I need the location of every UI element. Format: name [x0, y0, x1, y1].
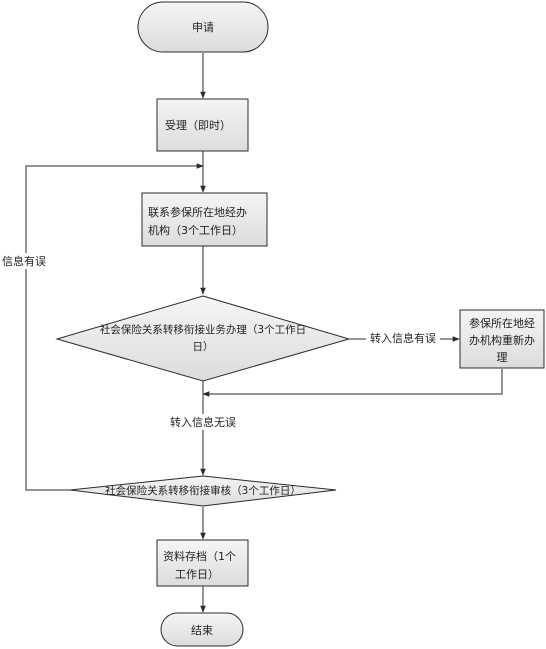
process-shape: [459, 309, 545, 369]
edge-label-info-error-left: 信息有误: [2, 254, 46, 268]
node-archive-label-line1: 资料存档（1个: [163, 549, 236, 563]
process-shape: [141, 192, 268, 247]
node-start-label: 申请: [192, 21, 214, 34]
node-transfer-label-line1: 社会保险关系转移衔接业务办理（3个工作日: [100, 323, 306, 336]
edge-labels: 转入信息有误 转入信息无误 信息有误: [2, 253, 440, 430]
process-shape: [156, 98, 249, 152]
edge-label-info-error-right: 转入信息有误: [370, 331, 436, 345]
node-contact-label-line2: 机构（3个工作日）: [148, 223, 243, 237]
node-start: 申请: [137, 1, 269, 53]
node-contact-label-line1: 联系参保所在地经办: [148, 205, 247, 219]
node-accept-label: 受理（即时）: [165, 119, 231, 132]
node-archive: 资料存档（1个 工作日）: [156, 539, 249, 587]
node-redo-label-line2: 办机构重新办: [469, 333, 535, 347]
node-accept: 受理（即时）: [156, 98, 249, 152]
terminator-shape: [160, 612, 244, 647]
node-archive-label-line2: 工作日）: [175, 568, 219, 581]
node-review-label: 社会保险关系转移衔接审核（3个工作日）: [105, 484, 301, 497]
process-shape: [156, 539, 249, 587]
label-bg: [366, 330, 440, 346]
edge-redo-return: [202, 369, 503, 397]
decision-shape: [69, 475, 337, 507]
node-transfer: 社会保险关系转移衔接业务办理（3个工作日 日）: [55, 295, 351, 382]
node-end: 结束: [160, 612, 244, 647]
node-transfer-label-line2: 日）: [193, 341, 214, 353]
node-redo-label-line1: 参保所在地经: [469, 316, 535, 330]
node-contact: 联系参保所在地经办 机构（3个工作日）: [141, 192, 268, 247]
terminator-shape: [137, 1, 269, 53]
decision-shape: [55, 295, 351, 382]
edge-review-error-loop: [25, 163, 204, 491]
label-bg: [2, 253, 50, 269]
edge-label-info-ok: 转入信息无误: [170, 415, 236, 429]
label-bg: [163, 414, 243, 430]
node-redo-label-line3: 理: [497, 351, 508, 364]
node-end-label: 结束: [191, 624, 213, 637]
node-redo: 参保所在地经 办机构重新办 理: [459, 309, 545, 369]
node-review: 社会保险关系转移衔接审核（3个工作日）: [69, 475, 337, 507]
